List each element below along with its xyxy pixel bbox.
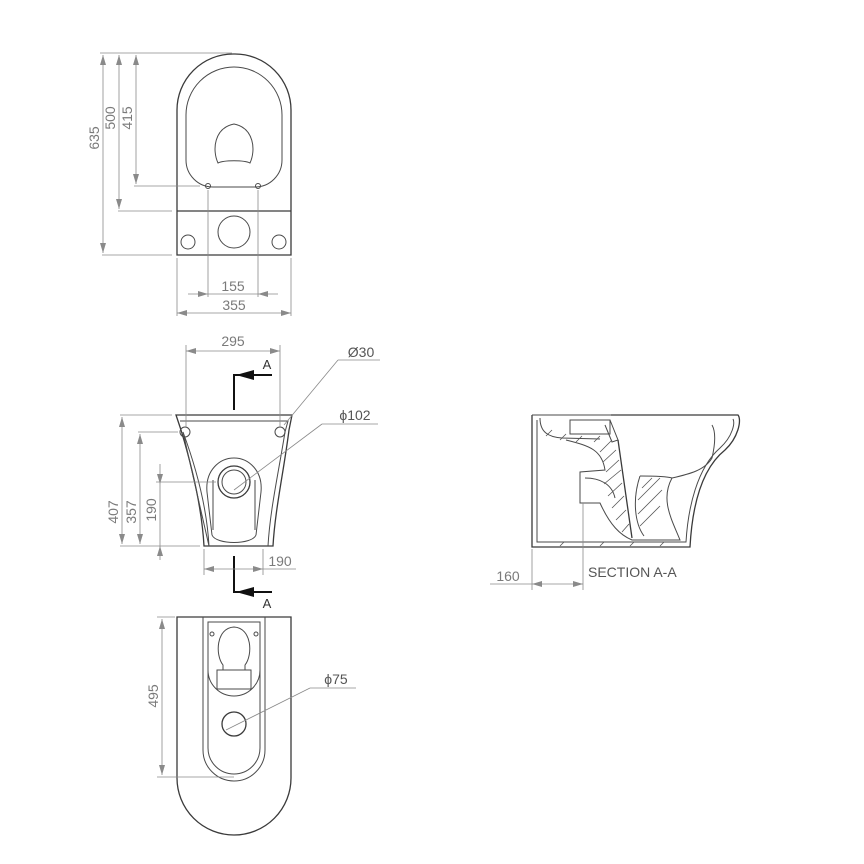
- dim-190-vertical: 190: [143, 498, 159, 522]
- bowl-opening: [214, 123, 254, 164]
- tank-circle-right: [271, 234, 287, 250]
- bottom-view-outline: [176, 616, 292, 836]
- dim-500: 500: [102, 106, 118, 130]
- dim-407: 407: [105, 500, 121, 524]
- outlet-inner: [221, 469, 247, 495]
- dim-waste-diameter: ϕ75: [324, 671, 348, 687]
- dim-155: 155: [221, 278, 245, 294]
- seat-outline: [185, 66, 283, 188]
- section-view: 160 SECTION A-A: [490, 414, 741, 590]
- outlet-outer: [217, 465, 251, 499]
- waste-outlet: [221, 711, 247, 737]
- dim-415: 415: [119, 106, 135, 130]
- front-view-inner-outline: [180, 420, 289, 547]
- section-hatching: [545, 429, 665, 547]
- section-marker-top: A: [263, 357, 272, 372]
- outlet-channel: [212, 480, 256, 530]
- dim-295: 295: [221, 333, 245, 349]
- top-view: 635 500 415 155 355: [86, 52, 292, 316]
- section-title: SECTION A-A: [588, 564, 677, 580]
- dim-hole-diameter: Ø30: [348, 344, 375, 360]
- outlet-surround: [206, 457, 262, 543]
- tank-circle-left: [180, 234, 196, 250]
- dim-outlet-diameter: ϕ102: [339, 407, 370, 423]
- dim-495: 495: [145, 684, 161, 708]
- dim-160: 160: [496, 568, 520, 584]
- fixing-hole-left: [205, 183, 211, 189]
- fixing-hole-right: [255, 183, 261, 189]
- bottom-block: [216, 669, 252, 690]
- top-view-outline: [176, 53, 292, 256]
- dim-190-horizontal: 190: [268, 553, 292, 569]
- front-view: A A 295 Ø30 ϕ102 407 35: [105, 333, 380, 611]
- hole-right: [274, 426, 286, 438]
- section-trapway: [565, 424, 716, 541]
- section-outer-shell: [531, 414, 741, 548]
- hole-left: [179, 426, 191, 438]
- dim-357: 357: [123, 500, 139, 524]
- section-marker-bottom: A: [263, 596, 272, 611]
- bottom-cavity-inner: [207, 621, 261, 775]
- dim-635: 635: [86, 126, 102, 150]
- dim-355: 355: [222, 297, 246, 313]
- bottom-keyhole: [217, 626, 251, 671]
- bottom-view: 495 ϕ75: [145, 616, 356, 836]
- bottom-cavity-outer: [202, 617, 266, 782]
- flush-circle: [217, 215, 251, 249]
- front-view-outline: [175, 414, 293, 547]
